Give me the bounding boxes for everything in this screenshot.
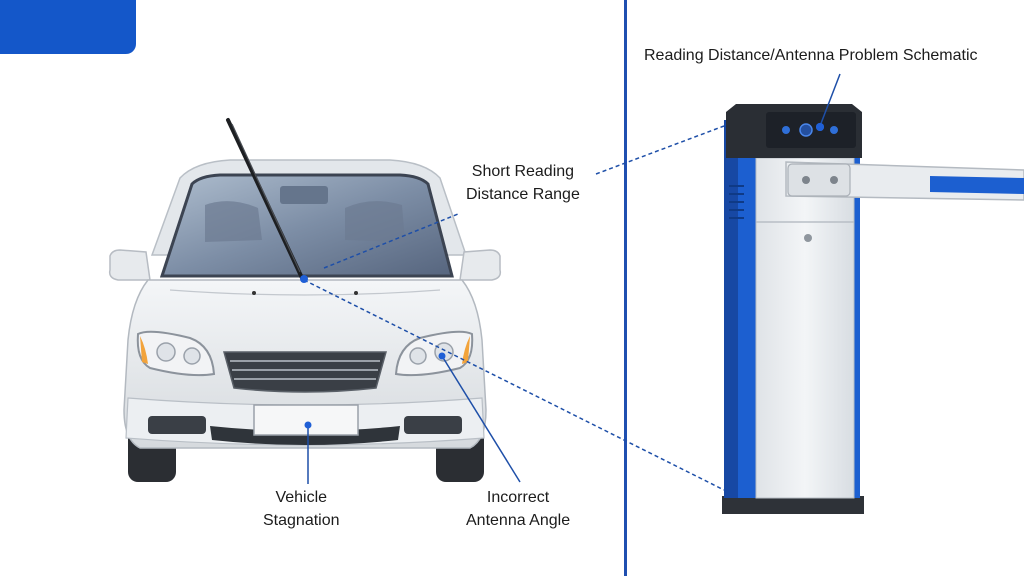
leader-schematic-title (819, 73, 841, 127)
corner-accent-tab (0, 0, 136, 54)
callout-stagnation-line2: Stagnation (263, 512, 340, 529)
callout-antenna-angle: Incorrect Antenna Angle (466, 486, 570, 532)
plate-dot (304, 421, 312, 429)
leader-antenna-angle (441, 355, 521, 483)
leader-short-range-dashed (323, 213, 459, 269)
callout-antenna-angle-line2: Antenna Angle (466, 512, 571, 529)
schematic-title: Reading Distance/Antenna Problem Schemat… (644, 47, 978, 64)
callout-short-range: Short Reading Distance Range (466, 160, 580, 206)
callout-short-range-line2: Distance Range (466, 186, 580, 203)
callout-short-range-line1: Short Reading (471, 163, 575, 180)
reader-dot (816, 123, 824, 131)
leader-windshield-to-reader (595, 125, 725, 175)
headlight-dot (438, 352, 446, 360)
callout-antenna-angle-line1: Incorrect (486, 489, 550, 506)
callout-stagnation-line1: Vehicle (275, 489, 328, 506)
callout-stagnation: Vehicle Stagnation (263, 486, 340, 532)
panel-divider (624, 0, 627, 576)
windshield-tag-icon (300, 275, 308, 283)
leader-windshield-to-base (303, 279, 725, 491)
